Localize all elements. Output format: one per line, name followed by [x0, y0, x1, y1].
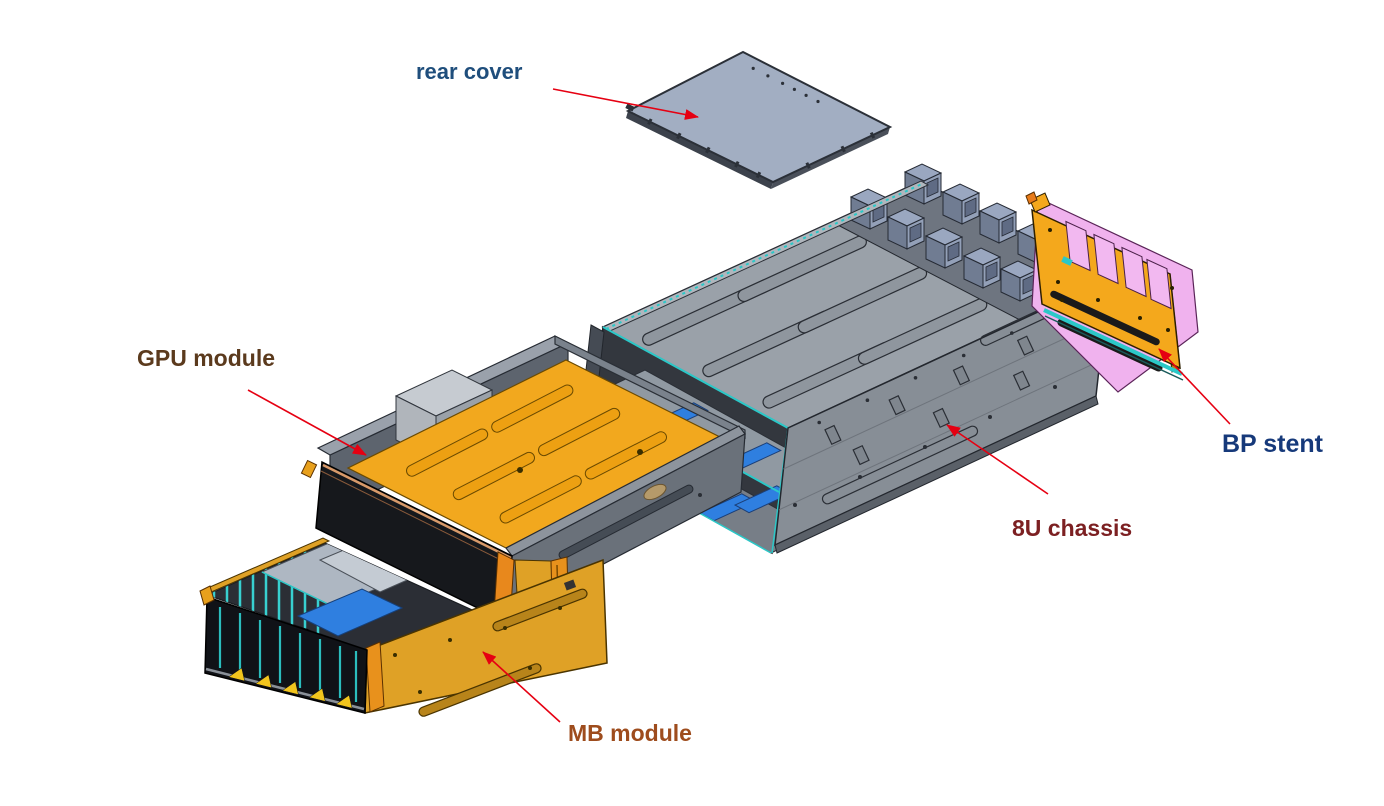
- mb-module-arrow: [482, 651, 561, 723]
- rear-cover-arrow: [552, 88, 699, 120]
- bp-stent-part: [1025, 191, 1199, 393]
- hazard-stripes: [228, 667, 353, 709]
- mb-module-part: [199, 537, 608, 717]
- chassis-label: 8U chassis: [1012, 515, 1132, 541]
- gpu-module-label: GPU module: [137, 345, 275, 371]
- chassis-arrow: [946, 424, 1049, 495]
- gpu-module-arrow: [247, 389, 367, 456]
- rear-cover-part: [625, 50, 893, 189]
- bp-stent-label: BP stent: [1222, 430, 1324, 458]
- chassis-part: [569, 163, 1111, 555]
- callouts: rear cover GPU module BP stent 8U chassi…: [137, 59, 1324, 746]
- bp-stent-arrow: [1158, 348, 1231, 425]
- mb-front-panel: [204, 595, 368, 714]
- rear-cover-label: rear cover: [416, 59, 523, 84]
- mb-module-label: MB module: [568, 720, 692, 746]
- rear-cover-plate: [625, 50, 893, 184]
